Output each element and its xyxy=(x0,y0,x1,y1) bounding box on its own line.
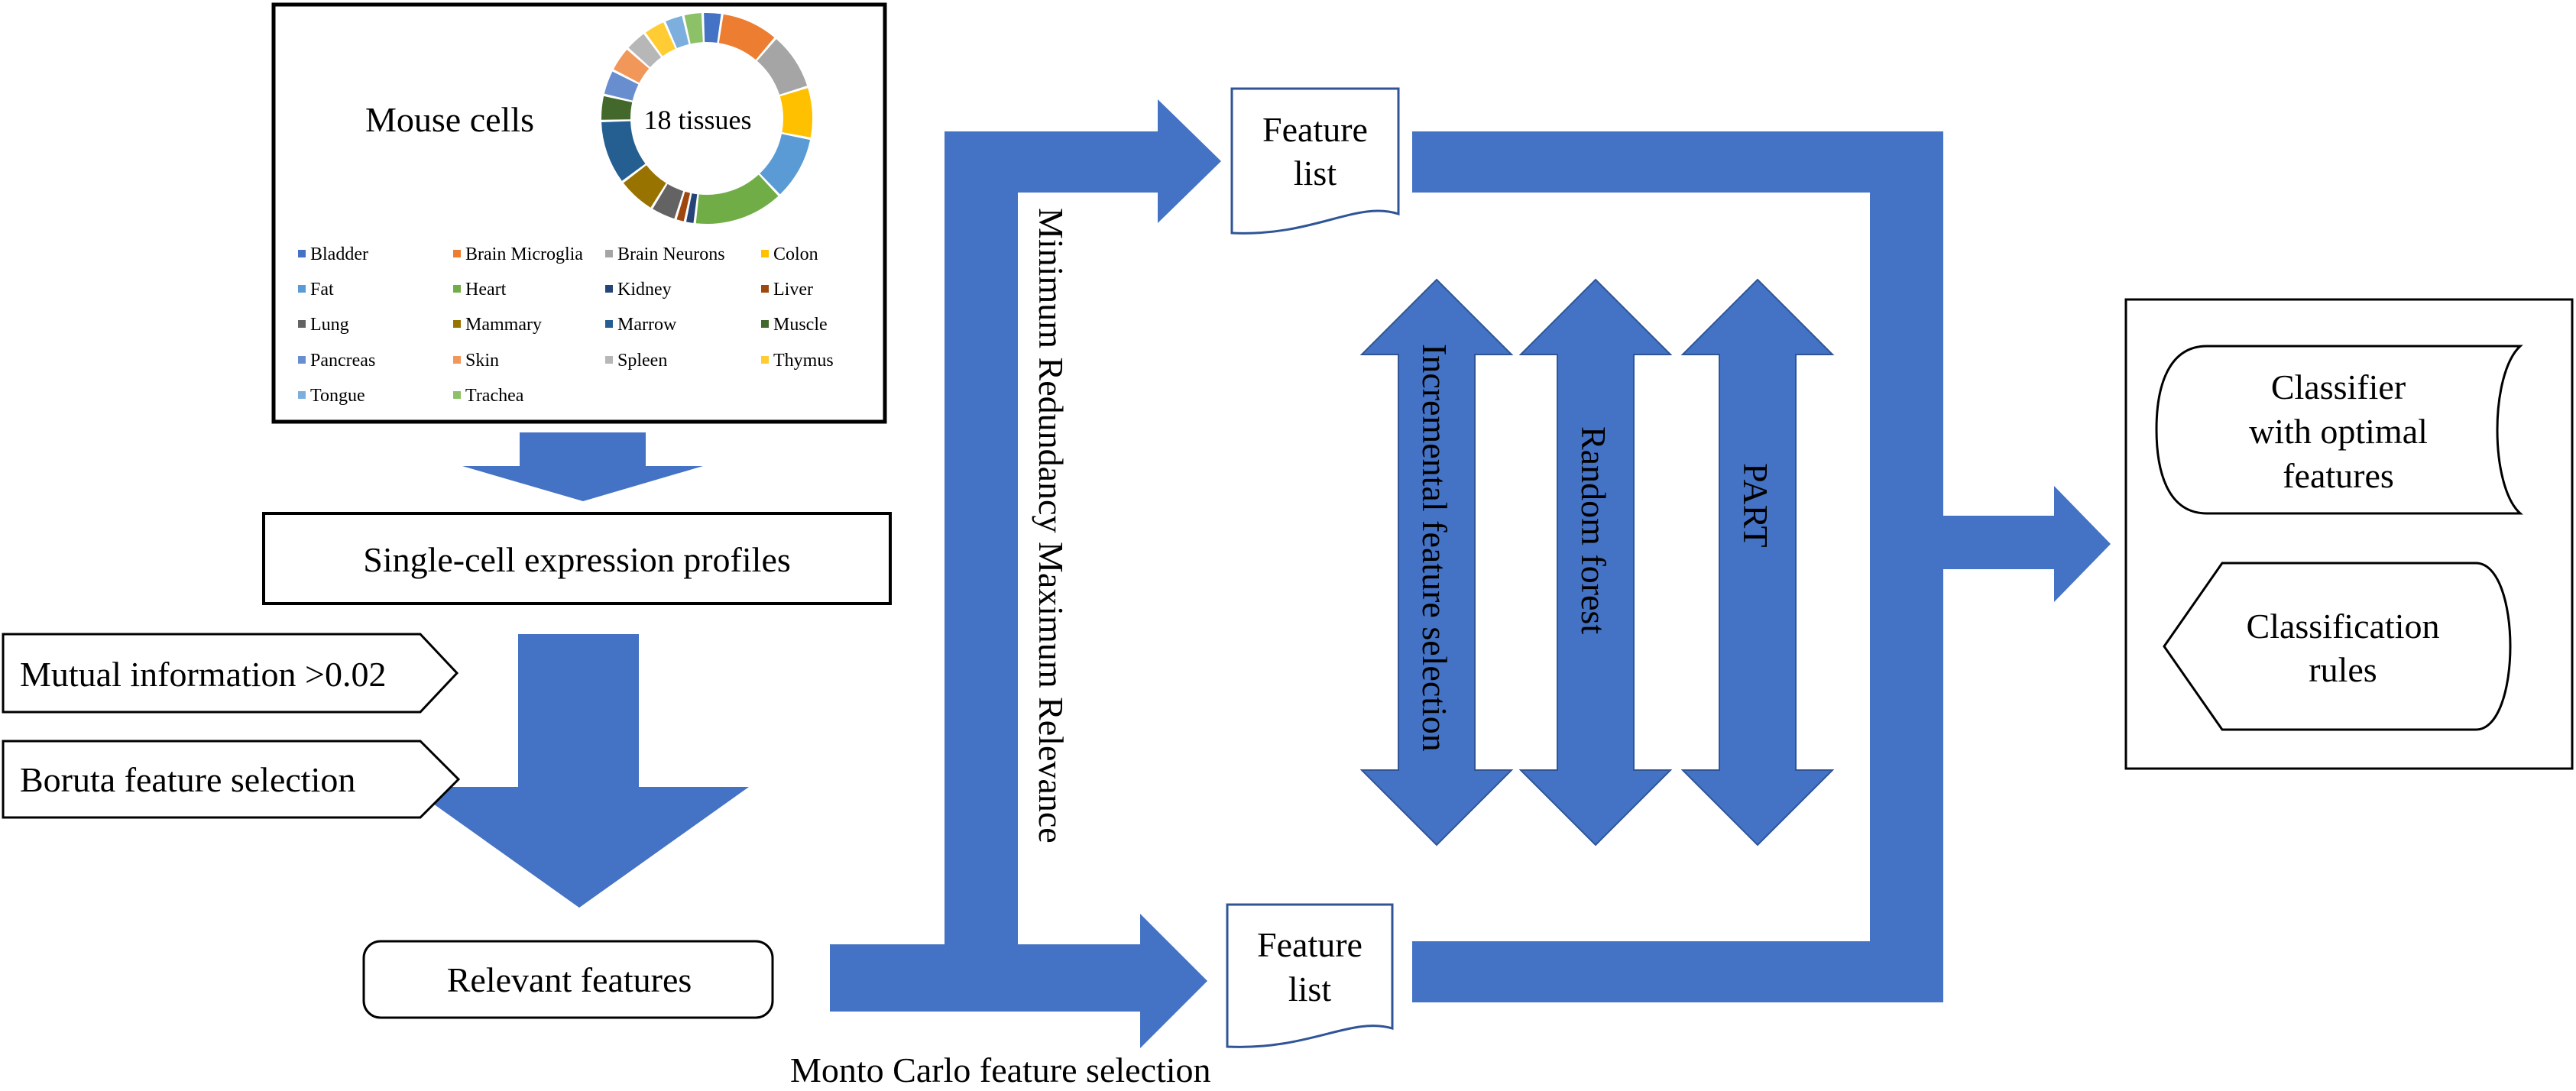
tissue-legend: Bladder Brain Microglia Brain Neurons Colon… xyxy=(298,244,834,406)
donut-slice-marrow xyxy=(601,121,646,181)
legend-swatch-heart xyxy=(453,285,461,293)
legend-swatch-spleen xyxy=(605,356,613,364)
feature-list-top-line1: Feature xyxy=(1262,110,1368,149)
donut-slice-spleen xyxy=(628,34,662,68)
profiles-box xyxy=(262,512,892,605)
legend-swatch-pancreas xyxy=(298,356,306,364)
legend-label-skin: Skin xyxy=(465,351,499,371)
donut-center-label: 18 tissues xyxy=(643,105,751,135)
legend-swatch-thymus xyxy=(761,356,769,364)
legend-swatch-trachea xyxy=(453,391,461,399)
legend-label-tongue: Tongue xyxy=(310,386,365,406)
feature-list-bottom-line2: list xyxy=(1288,970,1331,1008)
donut-slice-colon xyxy=(779,88,813,138)
donut-slice-brain-neurons xyxy=(757,39,808,95)
arrow-down-to-profiles xyxy=(462,432,703,501)
ifs-double-arrow xyxy=(1359,278,1514,847)
legend-swatch-liver xyxy=(761,285,769,293)
mouse-cells-title: Mouse cells xyxy=(365,100,534,139)
legend-label-liver: Liver xyxy=(773,280,813,299)
legend-swatch-muscle xyxy=(761,320,769,328)
arrow-down-to-relevant xyxy=(410,634,749,908)
donut-slice-bladder xyxy=(704,12,721,43)
legend-swatch-marrow xyxy=(605,320,613,328)
relevant-features-label: Relevant features xyxy=(447,960,692,999)
classifier-line1: Classifier xyxy=(2271,367,2406,406)
ifs-label: Incremental feature selection xyxy=(1415,344,1454,752)
donut-slice-tongue xyxy=(666,15,689,48)
mutual-information-label: Mutual information >0.02 xyxy=(20,655,387,694)
legend-label-muscle: Muscle xyxy=(773,315,828,335)
legend-swatch-skin xyxy=(453,356,461,364)
legend-label-brain-neurons: Brain Neurons xyxy=(617,244,725,264)
legend-swatch-mammary xyxy=(453,320,461,328)
rules-line1: Classification xyxy=(2247,607,2440,646)
feature-list-bottom-line1: Feature xyxy=(1257,925,1363,964)
legend-label-mammary: Mammary xyxy=(465,315,542,335)
legend-label-brain-microglia: Brain Microglia xyxy=(465,244,583,264)
mutual-information-tag xyxy=(2,633,459,714)
legend-label-thymus: Thymus xyxy=(773,351,834,371)
donut-slice-pancreas xyxy=(604,71,639,101)
feature-list-top-doc xyxy=(1230,87,1400,235)
legend-label-fat: Fat xyxy=(310,280,334,299)
mcfs-label: Monto Carlo feature selection xyxy=(790,1051,1211,1087)
legend-swatch-brain-neurons xyxy=(605,250,613,257)
rf-double-arrow xyxy=(1518,278,1673,847)
legend-swatch-fat xyxy=(298,285,306,293)
donut-slice-thymus xyxy=(645,22,676,57)
donut-slice-brain-microglia xyxy=(718,14,775,60)
legend-label-spleen: Spleen xyxy=(617,351,667,371)
donut-slice-heart xyxy=(695,174,779,224)
relevant-features-box xyxy=(362,940,774,1019)
legend-label-lung: Lung xyxy=(310,315,349,335)
legend-label-heart: Heart xyxy=(465,280,507,299)
legend-label-pancreas: Pancreas xyxy=(310,351,375,371)
legend-swatch-lung xyxy=(298,320,306,328)
classifier-line3: features xyxy=(2283,456,2394,495)
feature-list-top-line2: list xyxy=(1294,154,1337,193)
donut-slice-mammary xyxy=(623,165,666,208)
legend-swatch-colon xyxy=(761,250,769,257)
donut-slice-fat xyxy=(760,134,811,195)
legend-swatch-tongue xyxy=(298,391,306,399)
donut-slice-kidney xyxy=(686,193,698,223)
mrmr-label: Minimum Redundancy Maximum Relevance xyxy=(1032,208,1071,843)
legend-swatch-brain-microglia xyxy=(453,250,461,257)
mrmr-bracket-arrow xyxy=(830,99,1221,1048)
donut-slice-trachea xyxy=(684,13,703,44)
profiles-label: Single-cell expression profiles xyxy=(363,540,791,579)
right-bracket-arrow xyxy=(1412,131,2111,1002)
legend-swatch-kidney xyxy=(605,285,613,293)
donut-slice-skin xyxy=(613,50,650,83)
legend-swatch-bladder xyxy=(298,250,306,257)
tissue-donut-chart xyxy=(601,12,813,224)
rules-line2: rules xyxy=(2309,650,2377,689)
part-double-arrow xyxy=(1680,278,1835,847)
classifier-shape xyxy=(2155,345,2523,515)
donut-slice-liver xyxy=(676,191,691,222)
boruta-label: Boruta feature selection xyxy=(20,760,355,799)
legend-label-kidney: Kidney xyxy=(617,280,672,299)
rf-label: Random forest xyxy=(1574,426,1613,634)
part-label: PART xyxy=(1736,463,1775,548)
legend-label-colon: Colon xyxy=(773,244,818,264)
boruta-tag xyxy=(2,740,461,819)
donut-slice-lung xyxy=(653,183,684,219)
rules-shape xyxy=(2163,562,2512,731)
classifier-line2: with optimal xyxy=(2249,412,2428,451)
legend-label-marrow: Marrow xyxy=(617,315,677,335)
legend-label-bladder: Bladder xyxy=(310,244,368,264)
feature-list-bottom-doc xyxy=(1226,903,1394,1048)
legend-label-trachea: Trachea xyxy=(465,386,524,406)
donut-slice-muscle xyxy=(601,96,633,120)
